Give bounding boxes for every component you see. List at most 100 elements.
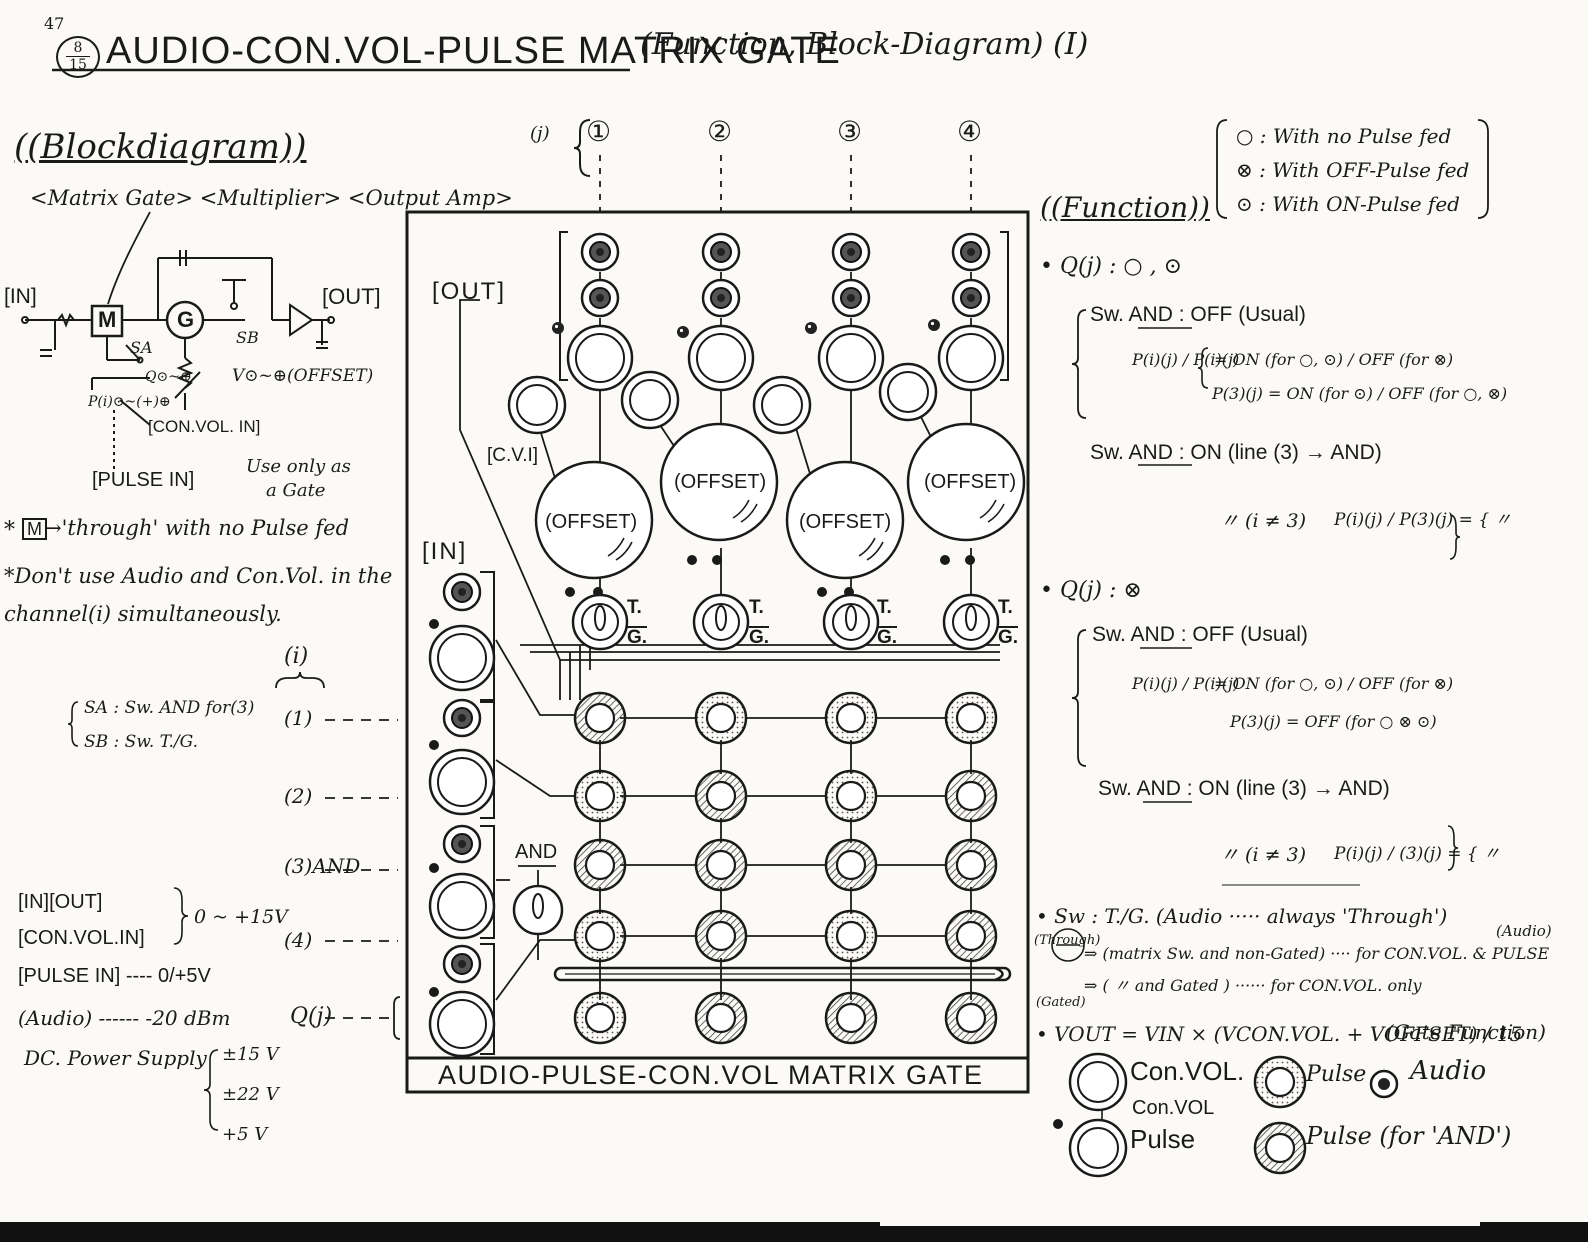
cv-in-jack-2-inner xyxy=(629,379,671,421)
out-audio-jack-2b-hole xyxy=(717,294,725,302)
page-badge-bottom: 15 xyxy=(66,56,90,73)
in-dot-3 xyxy=(429,863,439,873)
offset-label-4: (OFFSET) xyxy=(924,471,1017,493)
tg-switch-1-ring xyxy=(581,603,619,641)
through-desc: ⇒ (matrix Sw. and non-Gated) ···· for CO… xyxy=(1084,944,1550,963)
row-label-q: Q(j) xyxy=(290,1004,333,1029)
pulse-jack-r3c4-hole xyxy=(955,849,987,881)
column-dashes xyxy=(599,155,972,215)
in-convol-jack-2 xyxy=(428,748,496,816)
spec-power-1: ±15 V xyxy=(222,1044,279,1065)
panel-cvi-label: [C.V.I] xyxy=(487,445,539,466)
q2-p-mid: = ON (for ○, ⊙) / OFF (for ⊗) xyxy=(1214,674,1454,693)
col-label-1: ① xyxy=(586,115,612,148)
out-led-2 xyxy=(677,326,689,338)
q1-p-lhs: P(i)(j) / P(i)(j) xyxy=(1132,350,1240,369)
out-led-4 xyxy=(928,319,940,331)
row-label-4: (4) xyxy=(284,928,313,952)
in-convol-jack-2-inner xyxy=(437,757,487,807)
pulse-jack-r1c4-hole xyxy=(955,702,987,734)
out-audio-jack-4b-hole xyxy=(967,294,975,302)
tg-label-2-top: T. xyxy=(749,597,764,618)
q1-heading: • Q(j) : ○ , ⊙ xyxy=(1040,254,1183,279)
in-convol-jack-4 xyxy=(428,990,496,1058)
tg-label-4-bottom: G. xyxy=(998,626,1019,648)
tg-switch-1-lever xyxy=(594,605,606,631)
panel-frame xyxy=(405,210,1030,1094)
row-label-i: (i) xyxy=(284,644,309,669)
in-dot-1 xyxy=(429,619,439,629)
gated-desc: ⇒ ( 〃 and Gated ) ······ for CON.VOL. on… xyxy=(1084,976,1422,995)
offset-knob-4 xyxy=(906,422,1026,542)
formula: • VOUT = VIN × (VCON.VOL. + VOFFSET) / 1… xyxy=(1036,1022,1523,1046)
spec-audio: (Audio) ------ -20 dBm xyxy=(18,1006,231,1030)
stage-labels: <Matrix Gate> <Multiplier> <Output Amp> xyxy=(30,186,513,210)
spec-power-3: +5 V xyxy=(222,1124,268,1145)
function-underlines xyxy=(1138,327,1360,886)
offset-dot-1 xyxy=(565,587,575,597)
in-dot-2 xyxy=(429,740,439,750)
bd-in-label: [IN] xyxy=(4,285,37,308)
pulse-jack-r4c4-hole xyxy=(955,920,987,952)
offset-label-3: (OFFSET) xyxy=(799,511,892,533)
out-led-2-glint xyxy=(679,328,684,333)
tg-label-3-top: T. xyxy=(877,597,892,618)
tg-switch-3-ring xyxy=(832,603,870,641)
pulse-in-label: [PULSE IN] xyxy=(92,469,195,491)
tg-switch-3-lever xyxy=(845,605,857,631)
q1-p-mid: = ON (for ○, ⊙) / OFF (for ⊗) xyxy=(1214,350,1454,369)
out-audio-jack-2a-hole xyxy=(717,248,725,256)
row-dashes xyxy=(325,719,398,1019)
tg-label-2-bottom: G. xyxy=(749,626,770,648)
sa-label: SA xyxy=(130,338,153,357)
page-badge-top: 8 xyxy=(73,40,83,56)
offset-dot-3 xyxy=(687,555,697,565)
note-1: →'through' with no Pulse fed xyxy=(44,516,350,540)
out-convol-jack-3-inner xyxy=(826,333,876,383)
out-audio-jack-1a-hole xyxy=(596,248,604,256)
use-note-2: a Gate xyxy=(266,480,326,501)
in-convol-jack-1-inner xyxy=(437,633,487,683)
in-dot-4 xyxy=(429,987,439,997)
out-convol-jack-4-inner xyxy=(946,333,996,383)
row-label-1: (1) xyxy=(284,706,313,730)
offset-dot-4 xyxy=(712,555,722,565)
spec-power-2: ±22 V xyxy=(222,1084,279,1105)
spec-io-range: 0 ~ +15V xyxy=(194,906,288,928)
in-convol-jack-3-inner xyxy=(437,881,487,931)
legend-no-pulse: ○ : With no Pulse fed xyxy=(1236,124,1452,148)
offset-knob-2 xyxy=(659,422,779,542)
pulse-jack-r1c3-hole xyxy=(835,702,867,734)
jl-pulse-and: Pulse (for 'AND') xyxy=(1306,1122,1512,1150)
col-label-3: ③ xyxy=(837,115,863,148)
out-audio-jack-3a-hole xyxy=(847,248,855,256)
out-audio-jack-4a-hole xyxy=(967,248,975,256)
use-note-1: Use only as xyxy=(246,456,351,477)
jl-convol-pulse-1: Con.VOL xyxy=(1132,1097,1215,1119)
pulse-jack-r4c3-hole xyxy=(835,920,867,952)
tg-switch-2-ring xyxy=(702,603,740,641)
offset-knob-1 xyxy=(534,460,654,580)
out-led-3 xyxy=(805,322,817,334)
tg-label-1-top: T. xyxy=(627,597,642,618)
q1-p-right: P(3)(j) = ON (for ⊙) / OFF (for ○, ⊗) xyxy=(1212,384,1508,403)
pulse-jack-r4c1-hole xyxy=(584,920,616,952)
legend-convol-pulse-dot xyxy=(1053,1119,1063,1129)
offset-knob-4-shine xyxy=(979,499,1005,523)
nameplate: AUDIO-PULSE-CON.VOL MATRIX GATE xyxy=(438,1060,984,1090)
col-label-2: ② xyxy=(707,115,733,148)
legend-off-pulse: ⊗ : With OFF-Pulse fed xyxy=(1236,158,1470,182)
legend-pulse-jack-hole xyxy=(1264,1066,1296,1098)
tg-switch-2-lever xyxy=(715,605,727,631)
out-convol-jack-2 xyxy=(687,324,755,392)
cv-in-jack-1-inner xyxy=(516,384,558,426)
pulse-jack-r5c1-hole xyxy=(584,1002,616,1034)
out-convol-jack-4 xyxy=(937,324,1005,392)
out-convol-jack-1-inner xyxy=(575,333,625,383)
function-heading: ((Function)) xyxy=(1040,191,1210,224)
jl-pulse: Pulse xyxy=(1306,1062,1367,1087)
note-2-line2: channel(i) simultaneously. xyxy=(4,602,282,626)
pulse-jack-r2c2-hole xyxy=(705,780,737,812)
and-switch-lever xyxy=(532,893,544,919)
